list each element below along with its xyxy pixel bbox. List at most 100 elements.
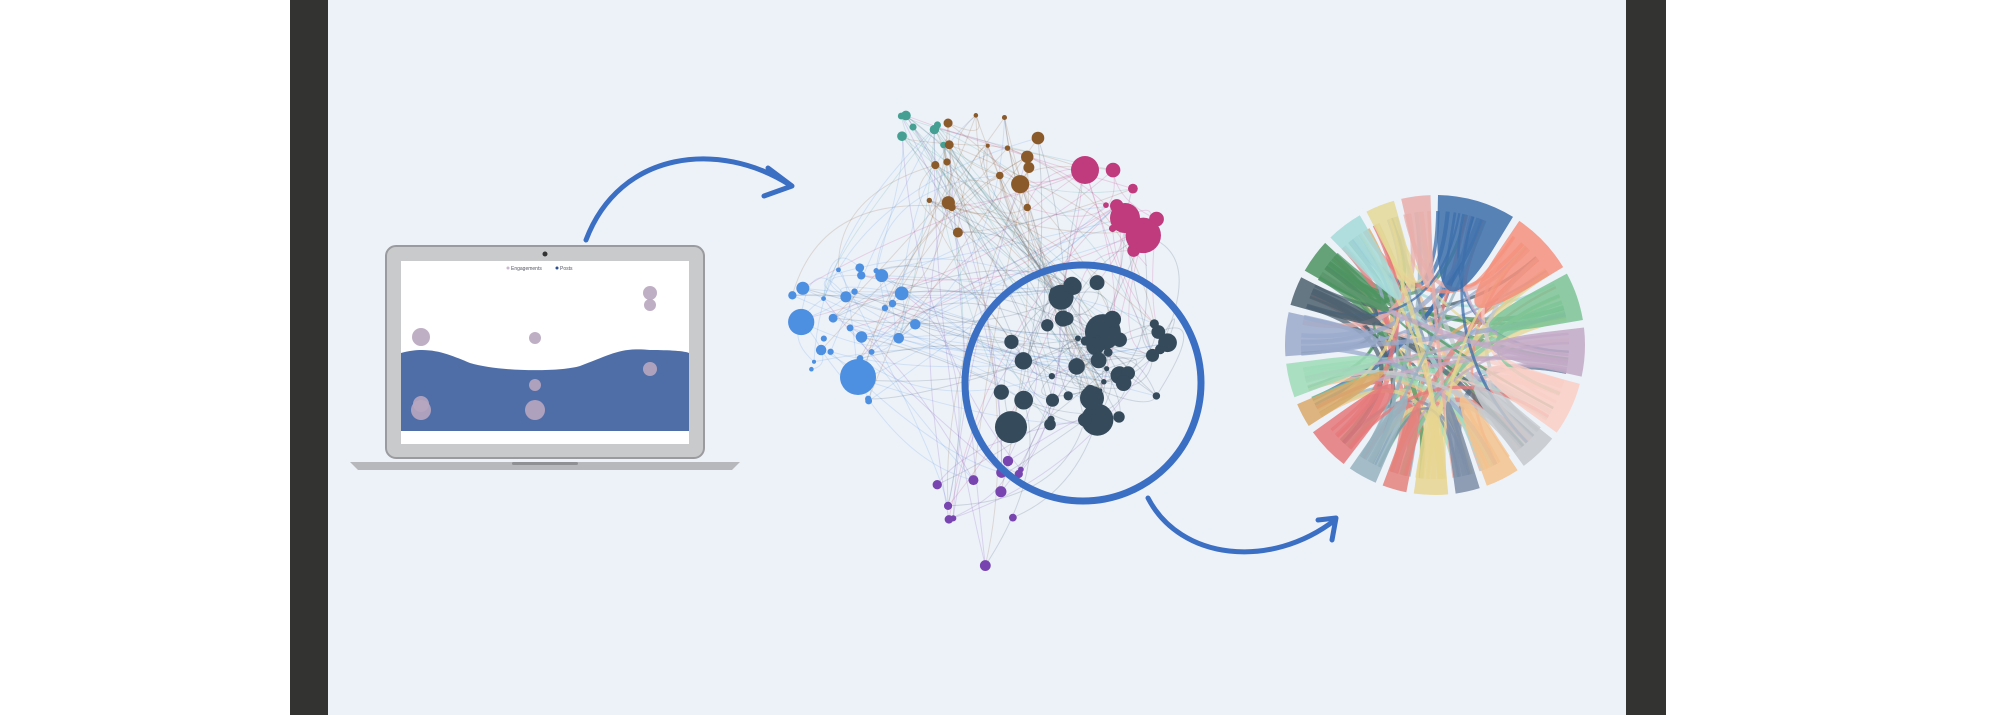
network-edge [933, 129, 986, 566]
network-node [948, 203, 956, 212]
network-edge [957, 145, 988, 233]
network-node [796, 281, 810, 295]
network-edge [947, 115, 980, 131]
network-edge [861, 228, 1141, 281]
network-edge [863, 337, 1079, 382]
network-edge [833, 296, 1062, 324]
network-edge [951, 145, 1002, 215]
network-node [873, 268, 879, 274]
network-edge [1027, 290, 1054, 401]
network-edge [862, 156, 1028, 380]
network-edge [1079, 323, 1155, 421]
network-node [1014, 352, 1033, 370]
network-edge [892, 123, 952, 304]
network-edge [861, 274, 1073, 294]
laptop-base [350, 462, 740, 470]
right-frame-bar [1626, 0, 1666, 715]
network-node [1158, 333, 1177, 353]
chord-segment [1349, 395, 1408, 483]
network-node [827, 348, 834, 355]
network-edge [900, 115, 1053, 377]
network-node [1071, 156, 1099, 184]
network-edge [1084, 169, 1153, 356]
network-node [995, 486, 1007, 498]
network-node [1023, 203, 1031, 212]
network-edge [957, 231, 1074, 287]
network-node [1103, 310, 1122, 329]
network-edge [901, 135, 1053, 401]
network-node [1002, 455, 1014, 467]
network-edge [832, 117, 1005, 319]
network-edge [915, 204, 1107, 325]
chord-segment [1492, 327, 1585, 377]
network-edge [929, 199, 1099, 339]
network-edge [986, 145, 1028, 214]
network-edge [875, 136, 904, 271]
network-edge [912, 126, 1121, 341]
chord-segments [1284, 195, 1585, 496]
network-node [893, 332, 905, 344]
network-node [894, 286, 909, 301]
network-node [910, 319, 921, 330]
network-node [1047, 415, 1055, 423]
arrowhead-icon [761, 165, 795, 199]
network-edge [957, 114, 1000, 176]
chord-segment [1284, 312, 1378, 357]
network-edge [951, 180, 1028, 208]
network-node [931, 161, 940, 170]
network-edge [875, 174, 1000, 271]
network-edge [849, 327, 974, 481]
network-edge [832, 205, 1117, 319]
network-node [820, 335, 827, 342]
network-node [1021, 150, 1034, 164]
network-node [1023, 162, 1035, 173]
network-node [1081, 403, 1114, 436]
network-edge [912, 126, 1101, 391]
network-edge [1078, 250, 1134, 342]
network-node [1113, 411, 1125, 423]
network-node [1004, 334, 1019, 349]
network-edge [928, 200, 1012, 343]
network-edge [802, 287, 1077, 367]
network-edge [946, 161, 1054, 291]
network-edge [823, 124, 938, 299]
network-edge [838, 269, 949, 507]
network-node [821, 296, 826, 301]
chord-segment [1459, 396, 1518, 486]
network-node [1145, 348, 1160, 362]
bubble-series [411, 286, 657, 420]
network-node [788, 308, 815, 336]
network-edge [861, 293, 905, 338]
network-node [851, 288, 858, 295]
network-edge [901, 292, 960, 507]
network-node [1041, 319, 1054, 332]
network-edge [1046, 324, 1108, 375]
arrow-network-to-chord [1145, 495, 1338, 555]
chord-segment [1474, 220, 1564, 308]
network-edge [849, 205, 1118, 329]
network-node [1068, 358, 1085, 375]
laptop: Engagements Posts [350, 245, 740, 470]
network-edge [832, 317, 1168, 358]
chord-segment [1474, 385, 1553, 466]
network-edge [1027, 169, 1115, 217]
legend-label-posts: Posts [560, 266, 573, 272]
network-edge [936, 127, 1107, 206]
network-node [855, 331, 868, 343]
network-node [1103, 348, 1113, 357]
network-edge [830, 129, 935, 352]
network-edge [829, 274, 862, 298]
network-edge [901, 290, 1064, 320]
network-edge [859, 345, 1053, 377]
network-edge [868, 337, 1098, 400]
network-node [1103, 202, 1109, 208]
network-node [868, 348, 875, 355]
network-node [1104, 366, 1110, 372]
highlight-circle [961, 261, 1205, 505]
network-edge [884, 115, 977, 309]
network-node [1014, 390, 1034, 410]
network-edge [934, 129, 1079, 339]
network-edge [999, 175, 1074, 287]
network-edge [823, 298, 1002, 473]
